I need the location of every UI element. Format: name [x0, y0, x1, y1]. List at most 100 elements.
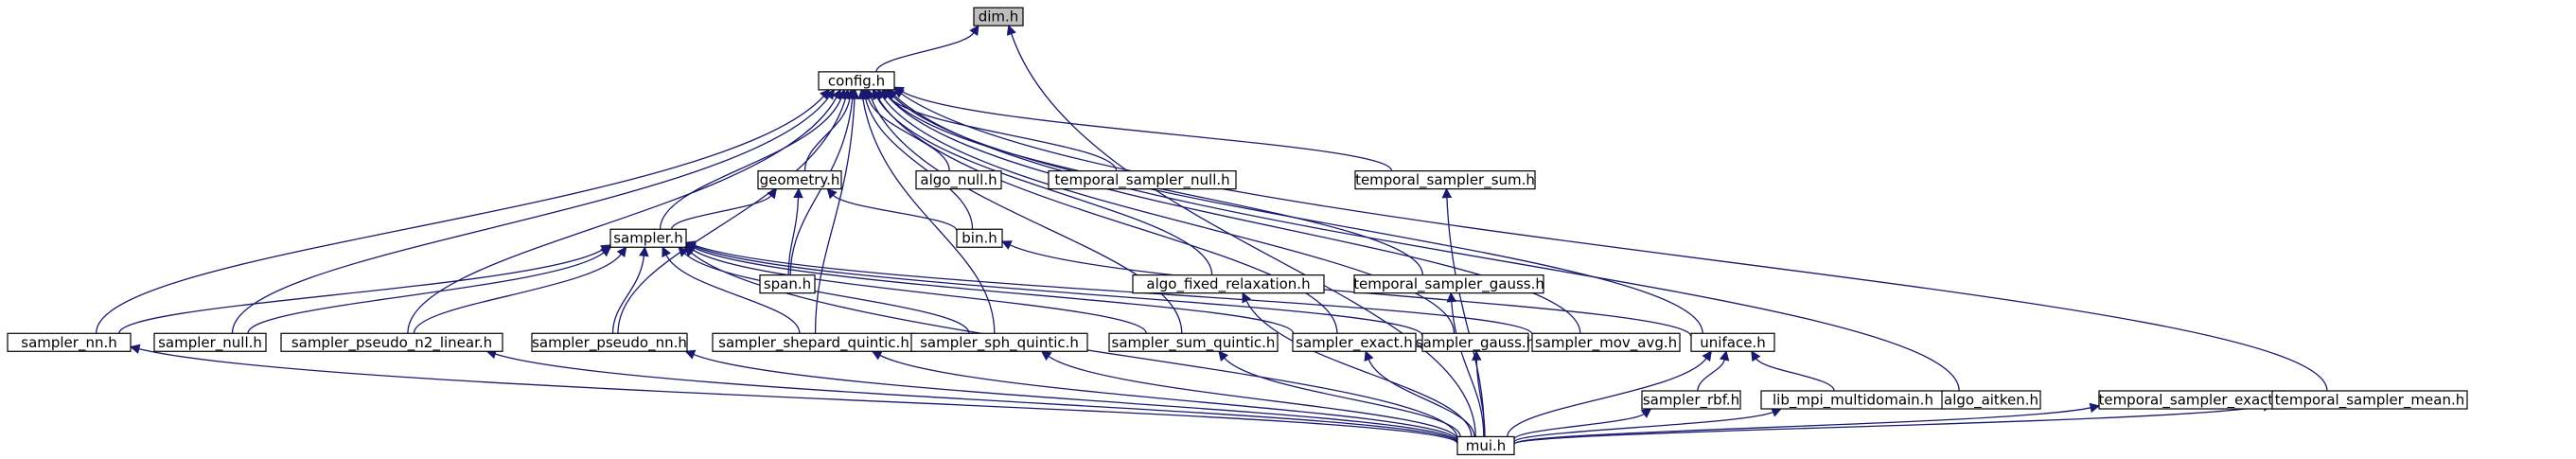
node-label: sampler_gauss.h [1416, 334, 1535, 352]
node-label: sampler_sph_quintic.h [920, 334, 1079, 352]
edge-sampler-sph-quintic-to-config [862, 97, 996, 334]
node-uniface[interactable]: uniface.h [1690, 332, 1775, 352]
edge-sampler-sum-quintic-to-sampler [693, 249, 1147, 334]
node-temporal-sampler-sum[interactable]: temporal_sampler_sum.h [1354, 170, 1536, 190]
edge-mui-to-sampler-nn [138, 348, 1458, 445]
edge-mui-to-dim [1011, 33, 1476, 437]
arrowhead-icon [767, 187, 778, 200]
node-label: sampler.h [613, 230, 683, 247]
node-label: span.h [764, 275, 811, 292]
node-sampler-pseudo-nn[interactable]: sampler_pseudo_nn.h [531, 332, 688, 352]
node-label: algo_fixed_relaxation.h [1146, 275, 1310, 293]
arrowhead-icon [871, 350, 883, 361]
node-box [280, 332, 503, 352]
arrowhead-icon [893, 88, 905, 98]
edge-sampler-gauss-to-config [882, 96, 1456, 334]
edge-mui-to-sampler-pseudo-nn [693, 353, 1458, 443]
node-sampler[interactable]: sampler.h [609, 228, 687, 248]
arrowhead-icon [1000, 240, 1013, 250]
edge-geometry-to-config [803, 97, 851, 171]
edge-mui-to-algo-fixed-relaxation [1245, 300, 1473, 437]
node-sampler-pseudo-n2-linear[interactable]: sampler_pseudo_n2_linear.h [280, 332, 503, 352]
node-lib-mpi-multidomain[interactable]: lib_mpi_multidomain.h [1760, 390, 1946, 410]
node-sampler-gauss[interactable]: sampler_gauss.h [1416, 332, 1535, 352]
node-sampler-shepard-quintic[interactable]: sampler_shepard_quintic.h [712, 332, 916, 352]
node-box [818, 71, 895, 91]
node-mui[interactable]: mui.h [1456, 435, 1515, 456]
edge-temporal-sampler-sum-to-config [901, 90, 1393, 171]
node-sampler-null[interactable]: sampler_null.h [153, 332, 267, 352]
node-sampler-rbf[interactable]: sampler_rbf.h [1641, 390, 1741, 410]
arrowhead-icon [1751, 350, 1761, 362]
edge-mui-to-temporal-sampler-exact [1513, 407, 2091, 445]
arrowhead-icon [1040, 350, 1052, 362]
node-span[interactable]: span.h [759, 274, 816, 294]
edge-temporal-sampler-mean-to-config [900, 93, 2328, 392]
node-box [2271, 390, 2468, 410]
node-algo-aitken[interactable]: algo_aitken.h [1941, 390, 2041, 410]
node-label: uniface.h [1700, 334, 1765, 351]
node-algo-fixed-relaxation[interactable]: algo_fixed_relaxation.h [1132, 274, 1325, 294]
node-geometry[interactable]: geometry.h [757, 170, 842, 190]
node-label: temporal_sampler_gauss.h [1353, 275, 1544, 293]
edge-sampler-to-geometry [671, 195, 772, 230]
node-temporal-sampler-exact[interactable]: temporal_sampler_exact.h [2098, 390, 2287, 410]
node-label: sampler_null.h [158, 334, 262, 352]
node-temporal-sampler-null[interactable]: temporal_sampler_null.h [1048, 170, 1237, 190]
edge-mui-to-temporal-sampler-sum [1446, 197, 1486, 437]
edge-sampler-null-to-sampler [247, 252, 605, 334]
arrowhead-icon [683, 246, 696, 257]
edge-sampler-sph-quintic-to-sampler [683, 253, 970, 334]
node-label: sampler_pseudo_n2_linear.h [291, 334, 492, 352]
node-box [1108, 332, 1279, 352]
arrowhead-icon [684, 240, 697, 251]
node-box [1048, 170, 1237, 190]
node-temporal-sampler-gauss[interactable]: temporal_sampler_gauss.h [1353, 274, 1544, 294]
arrowhead-icon [857, 88, 868, 100]
arrowhead-icon [1006, 25, 1016, 36]
node-label: temporal_sampler_mean.h [2275, 392, 2464, 410]
edge-mui-to-uniface [1507, 358, 1707, 437]
node-box [1690, 332, 1775, 352]
node-box [531, 332, 688, 352]
node-bin[interactable]: bin.h [956, 228, 1003, 248]
edge-mui-to-sampler-sph-quintic [1048, 355, 1458, 440]
node-config[interactable]: config.h [818, 71, 895, 91]
arrowhead-icon [684, 349, 697, 360]
edge-sampler-nn-to-sampler [118, 249, 604, 334]
edge-config-to-dim [875, 32, 975, 73]
arrowhead-icon [831, 88, 841, 100]
edge-sampler-nn-to-config [95, 96, 824, 334]
node-sampler-mov-avg[interactable]: sampler_mov_avg.h [1531, 332, 1681, 352]
edge-sampler-mov-avg-to-config [887, 96, 1581, 334]
node-label: temporal_sampler_exact.h [2098, 392, 2286, 410]
arrowhead-icon [616, 246, 627, 258]
node-algo-null[interactable]: algo_null.h [915, 170, 1002, 190]
edges-layer [95, 25, 2328, 445]
node-box [915, 170, 1002, 190]
node-sampler-sum-quintic[interactable]: sampler_sum_quintic.h [1108, 332, 1279, 352]
edge-mui-to-sampler-shepard-quintic [879, 354, 1458, 442]
node-label: sampler_mov_avg.h [1535, 334, 1677, 352]
edge-mui-to-temporal-sampler-mean [1513, 405, 2265, 445]
edge-mui-to-sampler-pseudo-n2-linear [495, 353, 1458, 444]
edge-span-to-config [789, 97, 854, 275]
arrowhead-icon [876, 88, 888, 100]
node-sampler-exact[interactable]: sampler_exact.h [1292, 332, 1417, 352]
edge-sampler-shepard-quintic-to-config [814, 97, 856, 334]
node-sampler-nn[interactable]: sampler_nn.h [7, 332, 132, 352]
arrowhead-icon [873, 88, 883, 100]
node-label: mui.h [1466, 437, 1507, 454]
node-sampler-sph-quintic[interactable]: sampler_sph_quintic.h [910, 332, 1088, 352]
node-label: dim.h [979, 9, 1019, 26]
node-temporal-sampler-mean[interactable]: temporal_sampler_mean.h [2271, 390, 2468, 410]
arrowhead-icon [1441, 187, 1453, 199]
arrowhead-icon [1242, 291, 1252, 304]
arrowhead-icon [969, 25, 979, 36]
edge-uniface-to-bin [1009, 244, 1692, 337]
node-label: temporal_sampler_null.h [1054, 171, 1229, 189]
edge-sampler-mov-avg-to-sampler [694, 244, 1533, 335]
node-dim[interactable]: dim.h [973, 7, 1024, 26]
node-box [609, 228, 687, 248]
